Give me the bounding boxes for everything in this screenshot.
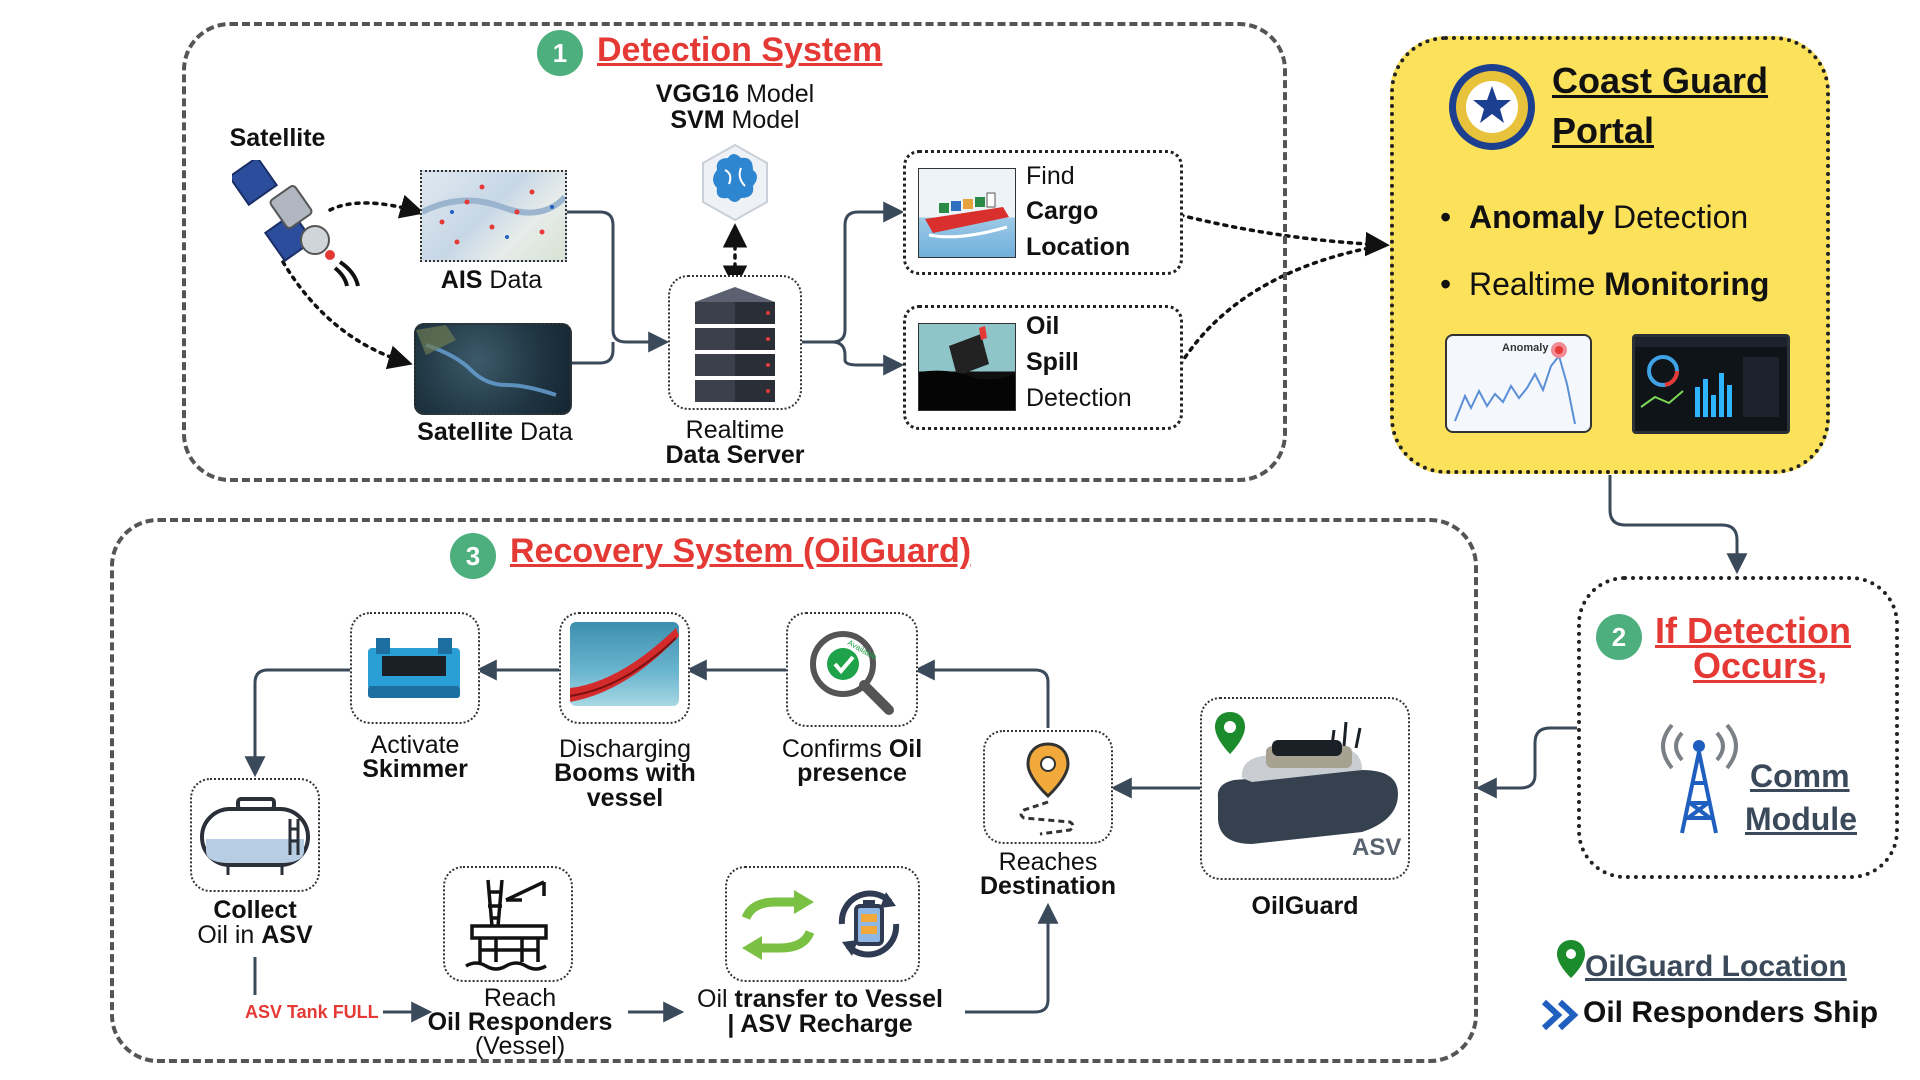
transfer-arrows-icon bbox=[741, 890, 815, 960]
oil-spill-image bbox=[918, 323, 1016, 411]
skimmer-to-collect-arrow bbox=[244, 668, 350, 778]
model-label-svm: SVM Model bbox=[670, 106, 800, 134]
transfer-line2: | ASV Recharge bbox=[727, 1010, 913, 1038]
detection-system-panel bbox=[182, 22, 1287, 482]
confirm-line2: presence bbox=[797, 759, 907, 787]
ais-map-image bbox=[420, 170, 567, 262]
oil-line3: Detection bbox=[1026, 384, 1132, 412]
comm-module-line1: Comm bbox=[1750, 758, 1850, 794]
reach-line3: (Vessel) bbox=[474, 1032, 566, 1060]
skimmer-icon bbox=[368, 638, 460, 698]
satdata-to-server-arrow bbox=[568, 342, 615, 365]
legend-location-label: OilGuard Location bbox=[1585, 950, 1847, 983]
server-rack-icon bbox=[695, 287, 775, 402]
ais-data-label: AIS Data bbox=[440, 266, 543, 294]
oil-line1: Oil bbox=[1026, 312, 1060, 340]
reach-line2: Oil Responders bbox=[427, 1008, 613, 1036]
booms-line3: vessel bbox=[586, 784, 664, 812]
satellite-data-label: Satellite Data bbox=[417, 418, 573, 446]
reach-responders-tile bbox=[443, 866, 573, 982]
legend-double-chevron-icon bbox=[1541, 999, 1579, 1031]
battery-recharge-icon bbox=[838, 890, 900, 958]
portal-to-comm-arrow bbox=[1608, 475, 1748, 575]
comm-title-line2: Occurs, bbox=[1693, 645, 1828, 686]
portal-title-line2: Portal bbox=[1552, 110, 1655, 151]
asv-tank-full-label: ASV Tank FULL bbox=[245, 1002, 379, 1022]
satellite-to-ais-dotted bbox=[328, 194, 425, 219]
comm-module-line2: Module bbox=[1745, 801, 1857, 837]
oilguard-label: OilGuard bbox=[1251, 892, 1359, 920]
ai-brain-icon bbox=[702, 143, 768, 222]
booms-photo bbox=[570, 622, 679, 706]
portal-bullet-anomaly: • Anomaly Detection bbox=[1440, 199, 1749, 235]
comm-to-recovery-arrow bbox=[1475, 726, 1577, 799]
detection-step-badge: 1 bbox=[537, 30, 583, 76]
oil-line2: Spill bbox=[1026, 348, 1079, 376]
recovery-step-badge: 3 bbox=[450, 533, 496, 579]
asv-tag: ASV bbox=[1352, 834, 1402, 861]
server-to-oil-arrow bbox=[831, 340, 905, 376]
oil-rig-icon bbox=[465, 879, 548, 971]
collect-line2: Oil in ASV bbox=[197, 921, 313, 949]
cargo-ship-image bbox=[918, 168, 1016, 258]
storage-tank-icon bbox=[200, 797, 310, 875]
legend-ship-label: Oil Responders Ship bbox=[1583, 996, 1879, 1029]
cargo-to-portal-dotted bbox=[1178, 213, 1390, 257]
recovery-system-title: Recovery System (OilGuard) bbox=[510, 532, 972, 570]
destination-to-confirm-arrow bbox=[913, 659, 1050, 728]
skimmer-line1: Activate bbox=[370, 731, 460, 759]
portal-bullet-monitoring: • Realtime Monitoring bbox=[1440, 266, 1770, 302]
dashboard-monitor-thumbnail bbox=[1632, 334, 1790, 434]
server-label-line2: Data Server bbox=[665, 441, 805, 469]
cargo-line2: Cargo bbox=[1026, 197, 1099, 225]
coast-guard-emblem-icon bbox=[1449, 64, 1535, 150]
cargo-line3: Location bbox=[1026, 233, 1131, 261]
route-pin-icon bbox=[1019, 742, 1075, 836]
confirm-line1: Confirms Oil bbox=[781, 735, 923, 763]
cargo-line1: Find bbox=[1026, 162, 1075, 190]
recovery-system-panel bbox=[110, 518, 1478, 1063]
anomaly-chart-label: Anomaly bbox=[1502, 342, 1549, 354]
transfer-recharge-tile bbox=[725, 866, 920, 982]
satellite-label: Satellite bbox=[229, 124, 326, 152]
booms-line2: Booms with bbox=[554, 759, 696, 787]
model-label-vgg16: VGG16 Model bbox=[655, 80, 815, 108]
satellite-to-satdata-dotted bbox=[281, 260, 413, 370]
portal-title-line1: Coast Guard bbox=[1552, 60, 1769, 101]
collect-line1: Collect bbox=[213, 896, 297, 924]
satellite-icon bbox=[232, 160, 360, 287]
magnifier-check-icon: Available bbox=[810, 631, 894, 715]
server-label-line1: Realtime bbox=[685, 416, 785, 444]
skimmer-line2: Skimmer bbox=[362, 755, 468, 783]
oil-to-portal-dotted bbox=[1178, 243, 1387, 367]
detection-system-title: Detection System bbox=[597, 31, 883, 69]
comm-step-badge: 2 bbox=[1596, 614, 1642, 660]
transfer-to-destination-arrow bbox=[965, 902, 1059, 1014]
comm-title-line1: If Detection bbox=[1655, 610, 1852, 651]
anomaly-line-icon bbox=[1454, 342, 1576, 425]
destination-line2: Destination bbox=[979, 872, 1117, 900]
destination-line1: Reaches bbox=[998, 848, 1098, 876]
asv-vessel-icon bbox=[1217, 721, 1398, 844]
ais-to-server-arrow bbox=[563, 210, 670, 353]
legend-location-pin-icon bbox=[1557, 940, 1585, 978]
booms-line1: Discharging bbox=[558, 735, 691, 763]
satellite-oil-image bbox=[414, 323, 572, 415]
transfer-line1: Oil transfer to Vessel bbox=[697, 985, 943, 1013]
anomaly-chart-thumbnail: Anomaly bbox=[1445, 334, 1592, 433]
location-pin-icon bbox=[1215, 712, 1245, 754]
radio-tower-icon bbox=[1661, 723, 1738, 834]
reach-line1: Reach bbox=[483, 984, 557, 1012]
